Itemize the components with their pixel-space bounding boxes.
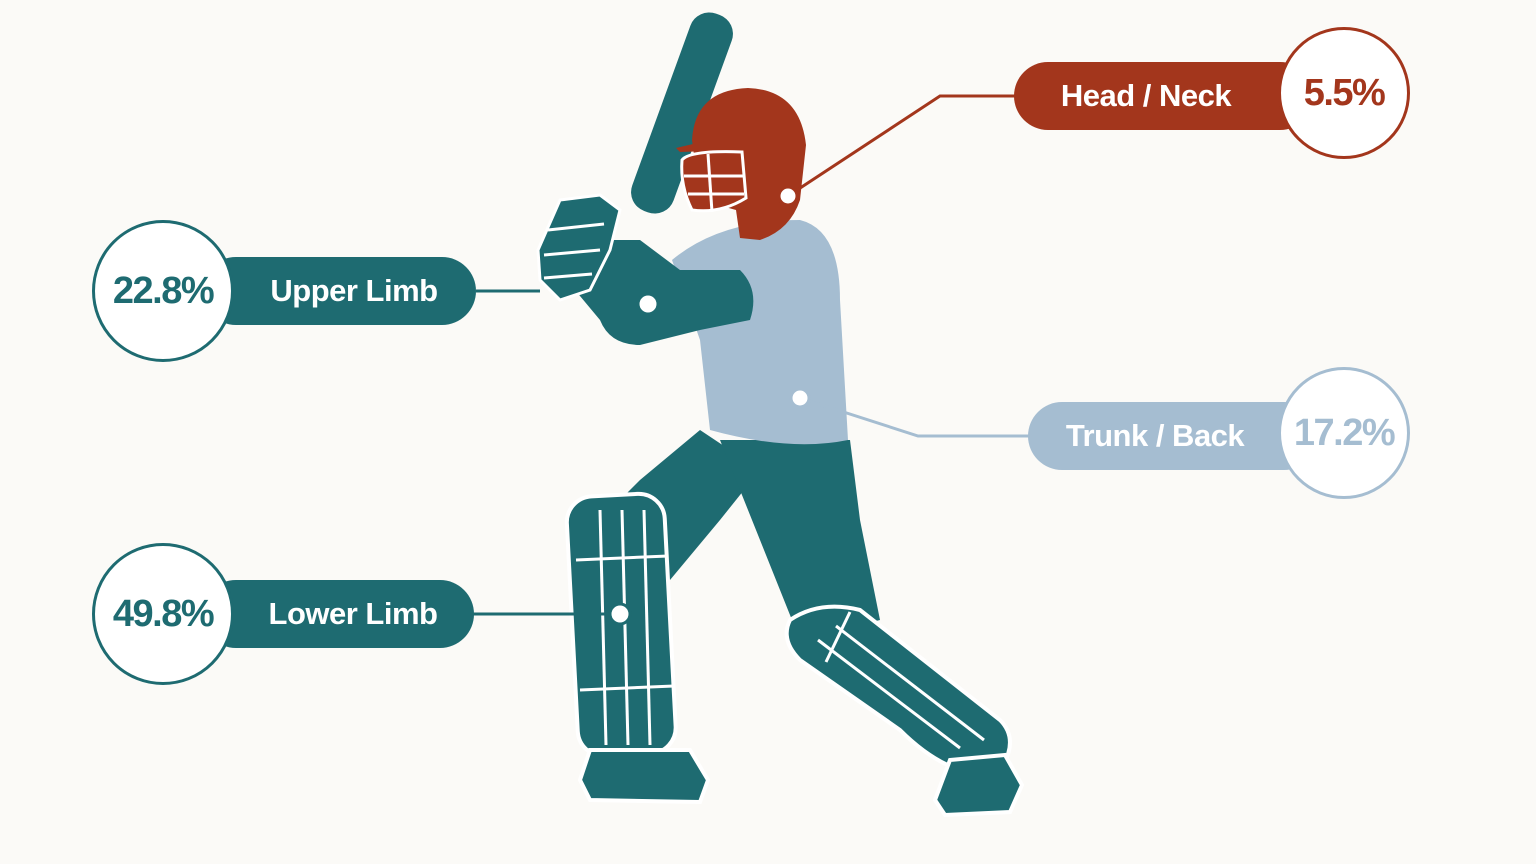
face-grille-icon	[680, 150, 748, 213]
cricket-bat-icon	[631, 12, 733, 214]
connector-trunk	[799, 396, 1030, 438]
anchor-dot-upper	[636, 292, 660, 316]
head-neck-label: Head / Neck	[1014, 62, 1314, 130]
callout-head-neck: Head / Neck 5.5%	[1014, 27, 1410, 159]
lower-limb-label: Lower Limb	[202, 580, 474, 648]
callout-upper-limb: Upper Limb 22.8%	[92, 220, 476, 362]
connector-head	[787, 94, 1020, 198]
upper-limb-label: Upper Limb	[202, 257, 476, 325]
torso-icon	[672, 220, 848, 445]
callout-trunk-back: Trunk / Back 17.2%	[1028, 367, 1410, 499]
anchor-dot-trunk	[789, 387, 811, 409]
front-leg-icon	[720, 440, 1025, 818]
trunk-back-value: 17.2%	[1278, 367, 1410, 499]
lower-limb-value: 49.8%	[92, 543, 234, 685]
anchor-dot-lower	[608, 602, 632, 626]
anchor-dot-head	[777, 185, 799, 207]
head-neck-value: 5.5%	[1278, 27, 1410, 159]
arms-icon	[536, 193, 754, 345]
upper-limb-value: 22.8%	[92, 220, 234, 362]
helmet-icon	[676, 88, 806, 240]
back-leg-icon	[564, 430, 760, 805]
callout-lower-limb: Lower Limb 49.8%	[92, 543, 474, 685]
trunk-back-label: Trunk / Back	[1028, 402, 1318, 470]
